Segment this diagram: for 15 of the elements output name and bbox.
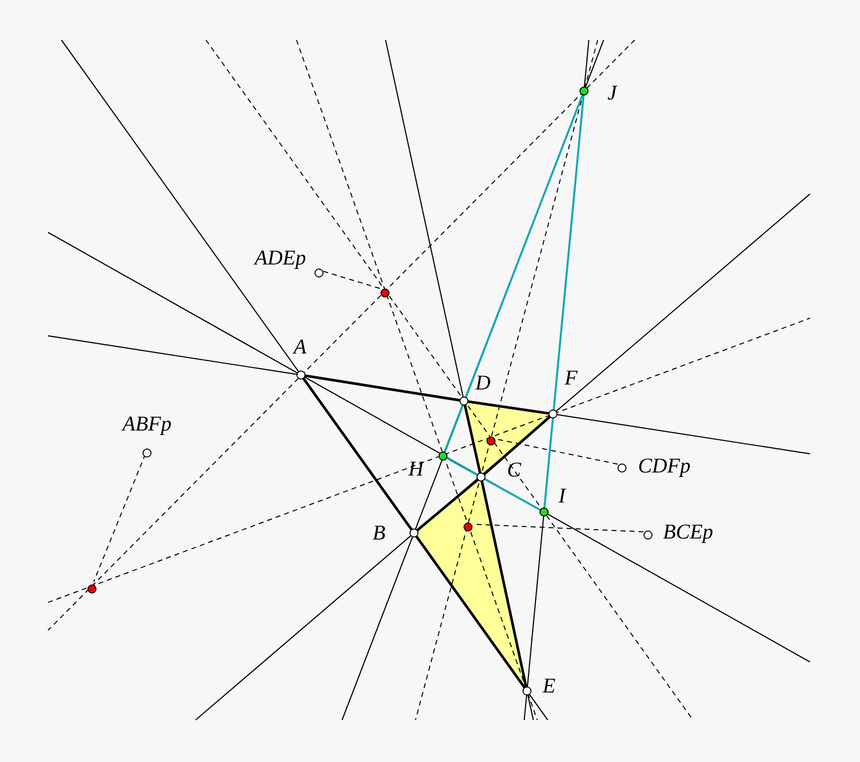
point-label: A — [294, 336, 306, 358]
point-name: ADEp — [254, 248, 306, 268]
leader-line — [93, 454, 146, 582]
point-label: D — [475, 372, 491, 394]
point-label: J — [607, 82, 617, 104]
point-label: I — [558, 486, 566, 506]
point-label: F — [564, 368, 578, 388]
point-label: B — [372, 522, 386, 544]
point-label: C — [507, 460, 521, 480]
leader-line — [322, 270, 382, 290]
point-name: ABFp — [122, 414, 172, 434]
point-name: BCEp — [663, 522, 714, 542]
point-label: H — [408, 458, 424, 480]
point-label: E — [542, 676, 556, 696]
point-name: CDFp — [638, 456, 690, 476]
